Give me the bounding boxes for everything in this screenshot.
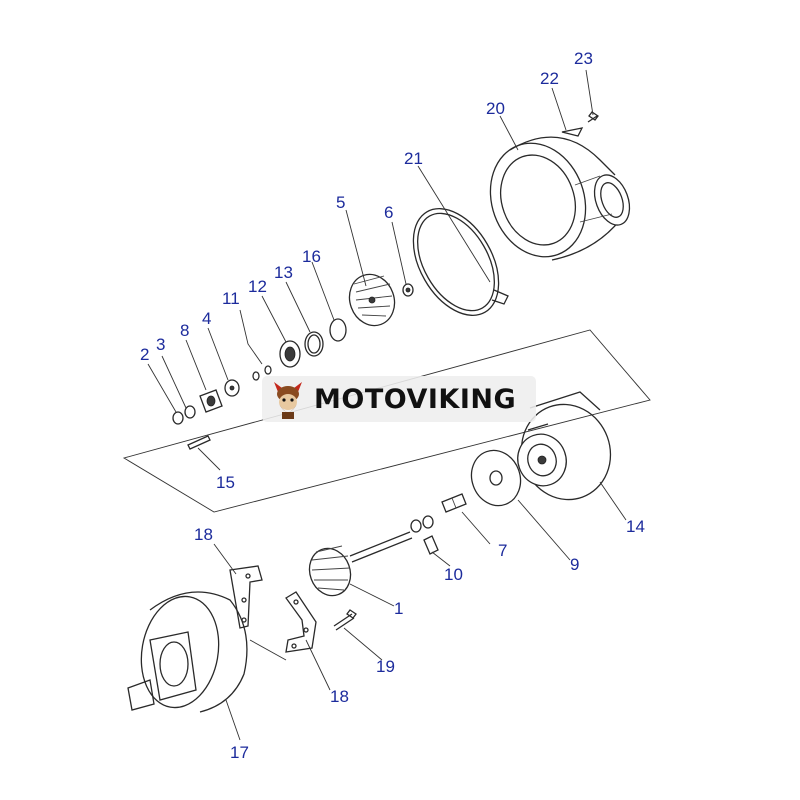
callout-1: 1 [394, 599, 403, 618]
thrust-collar [279, 340, 301, 368]
watermark-text: MOTOVIKING [314, 383, 517, 415]
callout-8: 8 [180, 321, 189, 340]
retaining-ring [172, 411, 184, 425]
lock-plate [561, 127, 584, 137]
thrust-bearing [224, 379, 240, 397]
callout-21: 21 [404, 149, 423, 168]
callout-7: 7 [498, 541, 507, 560]
callout-6: 6 [384, 203, 393, 222]
turbine-housing [127, 591, 248, 713]
leader-lines [147, 69, 627, 741]
viking-mascot-icon [274, 382, 302, 419]
callout-12: 12 [248, 277, 267, 296]
callout-20: 20 [486, 99, 505, 118]
callout-23: 23 [574, 49, 593, 68]
callout-2: 2 [140, 345, 149, 364]
callout-3: 3 [156, 335, 165, 354]
callout-10: 10 [444, 565, 463, 584]
callout-11: 11 [222, 289, 240, 308]
callout-13: 13 [274, 263, 293, 282]
callout-18-lower: 18 [330, 687, 349, 706]
callout-22: 22 [540, 69, 559, 88]
back-plate [470, 449, 522, 507]
callout-16: 16 [302, 247, 321, 266]
seal-ring [304, 331, 324, 357]
v-band-clamp [412, 207, 509, 317]
callout-9: 9 [570, 555, 579, 574]
housing-bolt [587, 111, 599, 123]
callout-19: 19 [376, 657, 395, 676]
washer [184, 405, 196, 419]
callout-17: 17 [230, 743, 249, 762]
turbine-housing-bolt [333, 609, 357, 631]
compressor-wheel [348, 273, 396, 327]
callout-18-upper: 18 [194, 525, 213, 544]
callout-5: 5 [336, 193, 345, 212]
compressor-housing [489, 136, 631, 261]
watermark: MOTOVIKING [262, 376, 536, 422]
center-housing [517, 391, 612, 501]
impeller-nut [402, 283, 414, 297]
turbine-wheel-shaft [308, 531, 413, 597]
callout-15: 15 [216, 473, 235, 492]
locating-pin [187, 435, 211, 450]
shaft-sleeve [441, 493, 467, 513]
piston-rings [252, 365, 272, 381]
callout-14: 14 [626, 517, 645, 536]
journal-bearing [199, 389, 223, 413]
heat-shield-upper [229, 565, 263, 629]
snap-ring [329, 318, 347, 342]
heat-shield-lower [285, 591, 317, 653]
callout-4: 4 [202, 309, 211, 328]
oil-seal-rings [410, 515, 439, 555]
group-boundary-line [122, 329, 651, 513]
